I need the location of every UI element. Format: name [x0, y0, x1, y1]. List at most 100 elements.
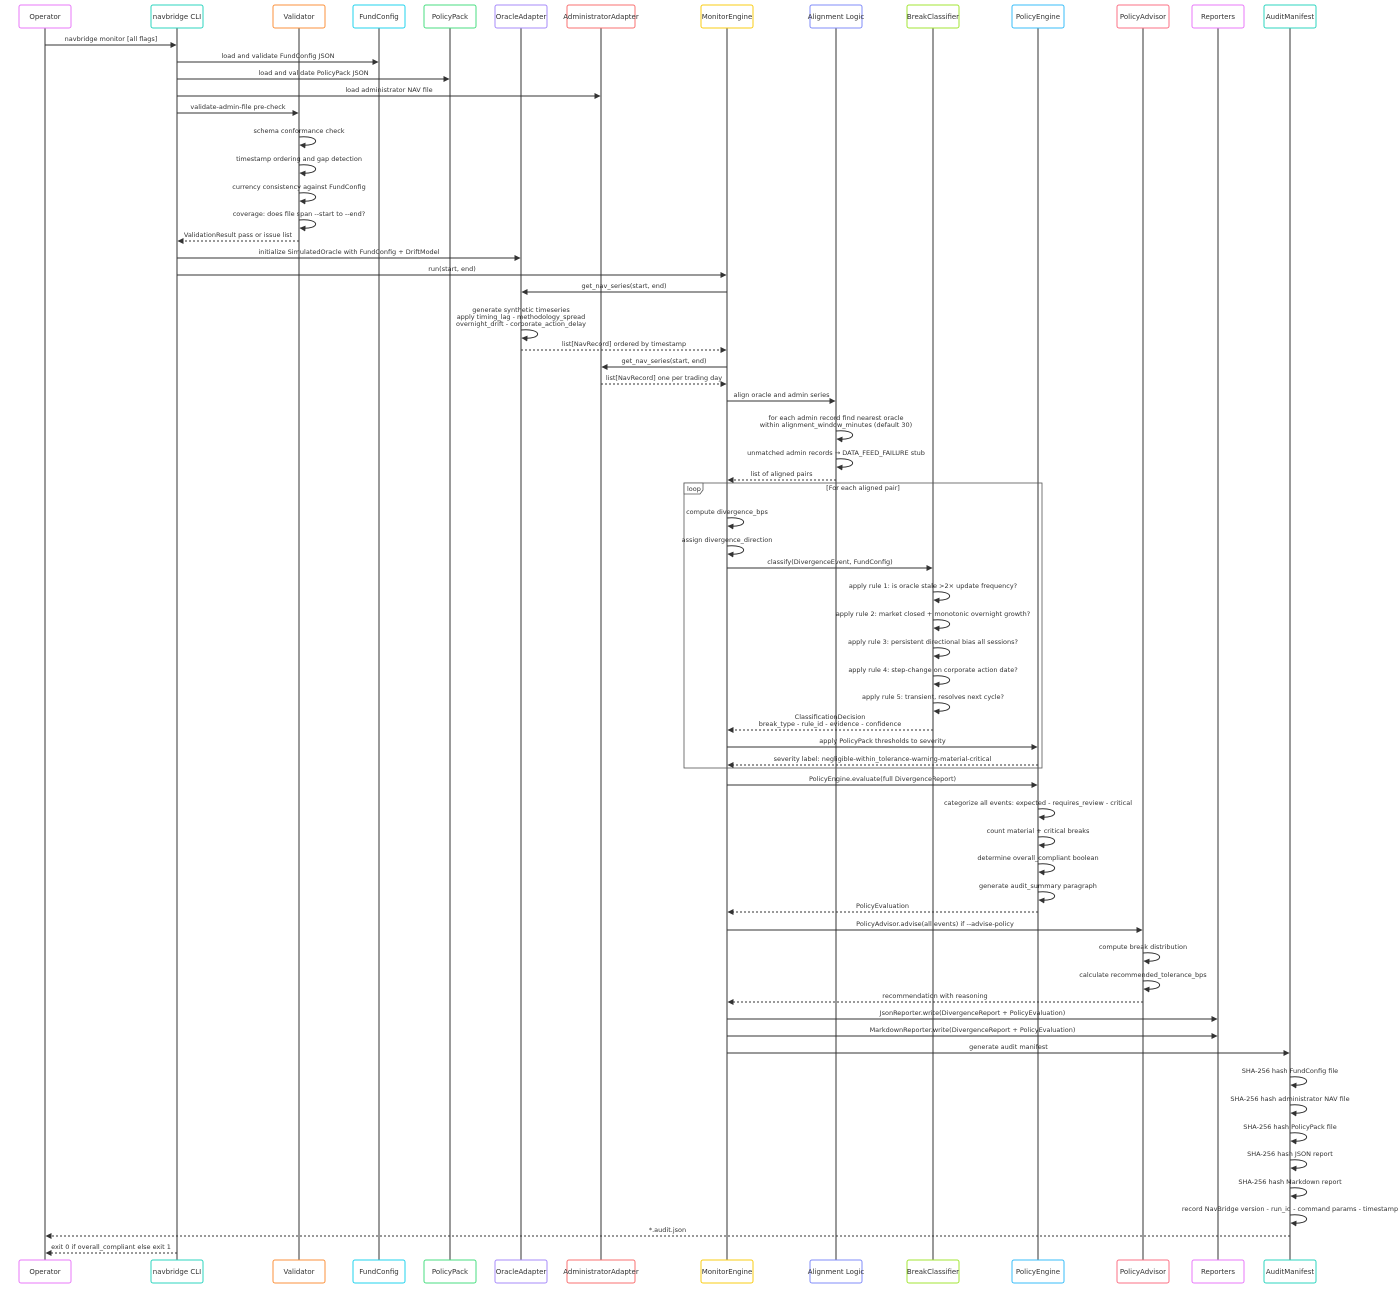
- message-label: compute divergence_bps: [686, 508, 768, 516]
- participant-align-top[interactable]: Alignment Logic: [808, 4, 865, 29]
- message-label: within alignment_window_minutes (default…: [760, 421, 912, 429]
- participants-top: Operator navbridge CLI Validator FundConfig…: [18, 4, 1317, 29]
- participant-breakc-bottom[interactable]: BreakClassifier: [906, 1259, 960, 1284]
- message-label: SHA-256 hash JSON report: [1247, 1150, 1333, 1158]
- lifelines: [44, 28, 1291, 1260]
- message-20: unmatched admin records → DATA_FEED_FAIL…: [747, 449, 925, 471]
- message-label: apply rule 3: persistent directional bia…: [848, 638, 1018, 646]
- participant-label: FundConfig: [359, 13, 398, 21]
- message-5: validate-admin-file pre-check: [177, 103, 299, 116]
- participants-bottom: Operator navbridge CLI Validator FundConfig…: [18, 1259, 1317, 1284]
- participant-label: MonitorEngine: [702, 13, 753, 21]
- participant-reporters-top[interactable]: Reporters: [1191, 4, 1245, 29]
- participant-label: Alignment Logic: [808, 13, 865, 21]
- message-45: generate audit manifest: [727, 1043, 1290, 1056]
- message-label: ValidationResult pass or issue list: [184, 231, 293, 239]
- participant-manifest-bottom[interactable]: AuditManifest: [1263, 1259, 1317, 1284]
- message-label: list[NavRecord] ordered by timestamp: [562, 340, 686, 348]
- participant-reporters-bottom[interactable]: Reporters: [1191, 1259, 1245, 1284]
- participant-label: AuditManifest: [1266, 13, 1314, 21]
- message-label: initialize SimulatedOracle with FundConf…: [259, 248, 440, 256]
- participant-oracle-bottom[interactable]: OracleAdapter: [494, 1259, 548, 1284]
- message-24: classify(DivergenceEvent, FundConfig): [727, 558, 933, 571]
- message-42: recommendation with reasoning: [727, 992, 1143, 1005]
- message-40: compute break distribution: [1099, 943, 1187, 965]
- participant-box: [18, 4, 72, 29]
- participant-monitor-top[interactable]: MonitorEngine: [700, 4, 754, 29]
- participant-box: [18, 1259, 72, 1284]
- message-label: severity label: negligible-within_tolera…: [774, 755, 992, 763]
- participant-box: [906, 4, 960, 29]
- self-arrow: [932, 591, 951, 604]
- participant-fundconfig-top[interactable]: FundConfig: [352, 4, 406, 29]
- participant-cli-bottom[interactable]: navbridge CLI: [150, 1259, 204, 1284]
- message-27: apply rule 3: persistent directional bia…: [848, 638, 1018, 660]
- participant-box: [566, 1259, 636, 1284]
- message-label: generate synthetic timeseries: [472, 306, 570, 314]
- participant-box: [1191, 4, 1245, 29]
- message-label: currency consistency against FundConfig: [232, 183, 365, 191]
- participant-label: FundConfig: [359, 1268, 398, 1276]
- message-label: schema conformance check: [253, 127, 344, 135]
- message-label: apply rule 2: market closed + monotonic …: [836, 610, 1030, 618]
- participant-validator-top[interactable]: Validator: [272, 4, 326, 29]
- message-label: compute break distribution: [1099, 943, 1187, 951]
- message-12: run(start, end): [177, 265, 727, 278]
- participant-box: [809, 4, 863, 29]
- participant-policypack-top[interactable]: PolicyPack: [423, 4, 477, 29]
- self-arrow: [1037, 863, 1056, 876]
- message-label: coverage: does file span --start to --en…: [233, 210, 366, 218]
- self-arrow: [1289, 1214, 1308, 1227]
- self-arrow: [1142, 952, 1161, 965]
- message-label: *.audit.json: [649, 1226, 686, 1234]
- participant-policyengine-top[interactable]: PolicyEngine: [1011, 4, 1065, 29]
- participant-box: [150, 4, 204, 29]
- participant-admin-top[interactable]: AdministratorAdapter: [563, 4, 639, 29]
- self-arrow: [1142, 980, 1161, 993]
- message-label: list of aligned pairs: [751, 470, 814, 478]
- message-46: SHA-256 hash FundConfig file: [1242, 1067, 1338, 1089]
- participant-fundconfig-bottom[interactable]: FundConfig: [352, 1259, 406, 1284]
- participant-box: [906, 1259, 960, 1284]
- participant-align-bottom[interactable]: Alignment Logic: [808, 1259, 865, 1284]
- message-15: list[NavRecord] ordered by timestamp: [521, 340, 727, 353]
- participant-label: navbridge CLI: [153, 1268, 201, 1276]
- message-6: schema conformance check: [253, 127, 345, 149]
- participant-box: [494, 4, 548, 29]
- message-label: determine overall_compliant boolean: [977, 854, 1098, 862]
- participant-label: Reporters: [1201, 13, 1235, 21]
- participant-label: Operator: [29, 13, 60, 21]
- participant-validator-bottom[interactable]: Validator: [272, 1259, 326, 1284]
- participant-cli-top[interactable]: navbridge CLI: [150, 4, 204, 29]
- message-35: count material + critical breaks: [987, 827, 1090, 849]
- message-label: PolicyEvaluation: [856, 902, 909, 910]
- participant-advisor-bottom[interactable]: PolicyAdvisor: [1116, 1259, 1170, 1284]
- participant-operator-bottom[interactable]: Operator: [18, 1259, 72, 1284]
- self-arrow: [298, 192, 317, 205]
- message-2: load and validate FundConfig JSON: [177, 52, 379, 65]
- participant-oracle-top[interactable]: OracleAdapter: [494, 4, 548, 29]
- participant-breakc-top[interactable]: BreakClassifier: [906, 4, 960, 29]
- participant-policypack-bottom[interactable]: PolicyPack: [423, 1259, 477, 1284]
- participant-monitor-bottom[interactable]: MonitorEngine: [700, 1259, 754, 1284]
- self-arrow: [726, 517, 745, 530]
- message-23: assign divergence_direction: [682, 536, 772, 558]
- participant-box: [494, 1259, 548, 1284]
- participant-advisor-top[interactable]: PolicyAdvisor: [1116, 4, 1170, 29]
- participant-label: PolicyPack: [432, 13, 469, 21]
- message-label: get_nav_series(start, end): [622, 357, 707, 365]
- message-label: load administrator NAV file: [345, 86, 432, 94]
- message-label: generate audit manifest: [969, 1043, 1048, 1051]
- participant-admin-bottom[interactable]: AdministratorAdapter: [563, 1259, 639, 1284]
- message-38: PolicyEvaluation: [727, 902, 1038, 915]
- message-25: apply rule 1: is oracle stale >2× update…: [849, 582, 1017, 604]
- participant-manifest-top[interactable]: AuditManifest: [1263, 4, 1317, 29]
- participant-operator-top[interactable]: Operator: [18, 4, 72, 29]
- loop-tab: [683, 482, 704, 495]
- message-50: SHA-256 hash Markdown report: [1238, 1178, 1342, 1200]
- message-18: align oracle and admin series: [727, 391, 836, 404]
- participant-policyengine-bottom[interactable]: PolicyEngine: [1011, 1259, 1065, 1284]
- participant-label: AdministratorAdapter: [563, 1268, 639, 1276]
- participant-box: [1011, 1259, 1065, 1284]
